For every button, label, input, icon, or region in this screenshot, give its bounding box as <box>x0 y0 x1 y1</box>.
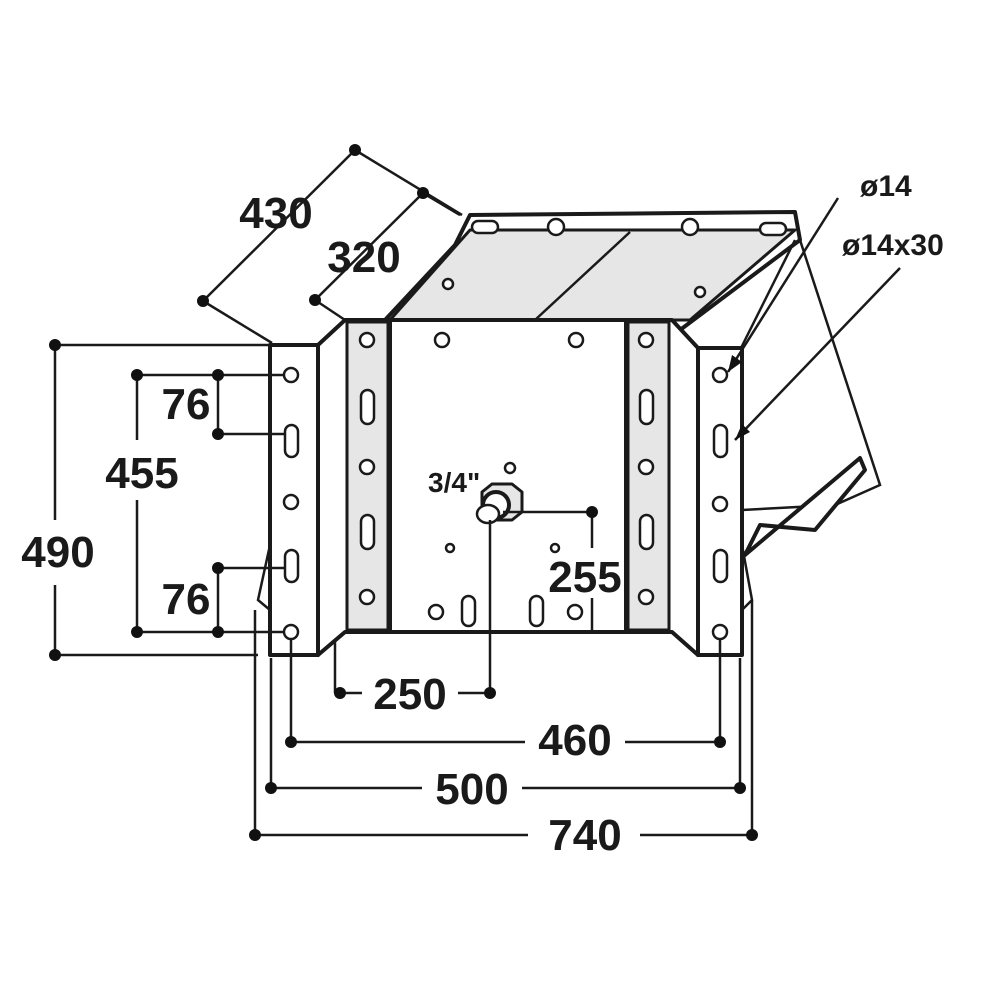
right-arm-inner <box>738 239 797 351</box>
dim-455: 455 <box>105 449 178 498</box>
dim-320: 320 <box>327 233 400 282</box>
dimension-labels: 430 320 490 455 76 76 255 250 460 500 74… <box>21 170 943 860</box>
top-hole-1 <box>546 217 566 237</box>
right-channel-hole-3 <box>637 588 655 606</box>
top-hole-2 <box>680 217 700 237</box>
fitting-size: 3/4 <box>428 467 467 498</box>
center-bolt-right <box>549 542 561 554</box>
center-hole-small <box>503 461 517 475</box>
top-plate-seam <box>534 231 631 321</box>
right-arm-outer <box>741 239 882 512</box>
dimension-lines <box>49 144 901 841</box>
right-channel-hole-2 <box>637 458 655 476</box>
right-channel-slot-2 <box>638 513 655 551</box>
top-bolt-right <box>693 285 707 299</box>
top-back-plate-inner <box>388 228 797 322</box>
right-channel-hole-1 <box>637 331 655 349</box>
dim-490: 490 <box>21 528 94 577</box>
left-channel-hole-2 <box>358 458 376 476</box>
left-flange-hole-3 <box>282 623 300 641</box>
dim-76-bottom: 76 <box>162 575 211 624</box>
dim-430: 430 <box>239 189 312 238</box>
dim-250: 250 <box>373 670 446 719</box>
center-slot-bottom-1 <box>460 594 477 628</box>
top-slot-right <box>758 221 788 237</box>
center-hole-top-right <box>567 331 585 349</box>
left-channel-face <box>345 320 390 632</box>
left-skirt <box>256 544 272 611</box>
top-bolt-left <box>441 277 455 291</box>
callout-slot: ø14x30 <box>842 229 944 262</box>
fitting-inch-mark: " <box>467 467 480 498</box>
right-flange-hole-1 <box>711 366 729 384</box>
left-flange-hole-1 <box>282 366 300 384</box>
left-channel-hole-1 <box>358 331 376 349</box>
center-slot-bottom-2 <box>528 594 545 628</box>
left-channel-slot-2 <box>359 513 376 551</box>
left-flange-hole-2 <box>282 493 300 511</box>
right-channel-face <box>626 320 671 632</box>
left-channel-slot-1 <box>359 388 376 426</box>
left-channel-hole-3 <box>358 588 376 606</box>
dim-500: 500 <box>435 765 508 814</box>
dim-460: 460 <box>538 716 611 765</box>
center-bolt-left <box>444 542 456 554</box>
right-flange-slot-1 <box>712 423 729 459</box>
center-plate <box>388 318 628 634</box>
center-hole-bottom-1 <box>427 603 445 621</box>
center-hole-bottom-2 <box>566 603 584 621</box>
right-flange-hole-2 <box>711 495 729 513</box>
dim-740: 740 <box>548 811 621 860</box>
right-flange-slot-2 <box>712 548 729 584</box>
right-channel-slot-1 <box>638 388 655 426</box>
callout-fitting: 3/4" <box>428 467 480 498</box>
right-arm-fin <box>743 456 867 557</box>
callout-hole: ø14 <box>860 170 912 203</box>
bracket-body <box>256 210 882 657</box>
dim-76-top: 76 <box>162 380 211 429</box>
center-hole-top-left <box>433 331 451 349</box>
dim-255: 255 <box>548 553 621 602</box>
top-slot-left <box>470 219 500 235</box>
left-flange-slot-1 <box>283 423 300 459</box>
left-flange-slot-2 <box>283 548 300 584</box>
right-flange-hole-3 <box>711 623 729 641</box>
fitting-icon <box>475 482 524 525</box>
